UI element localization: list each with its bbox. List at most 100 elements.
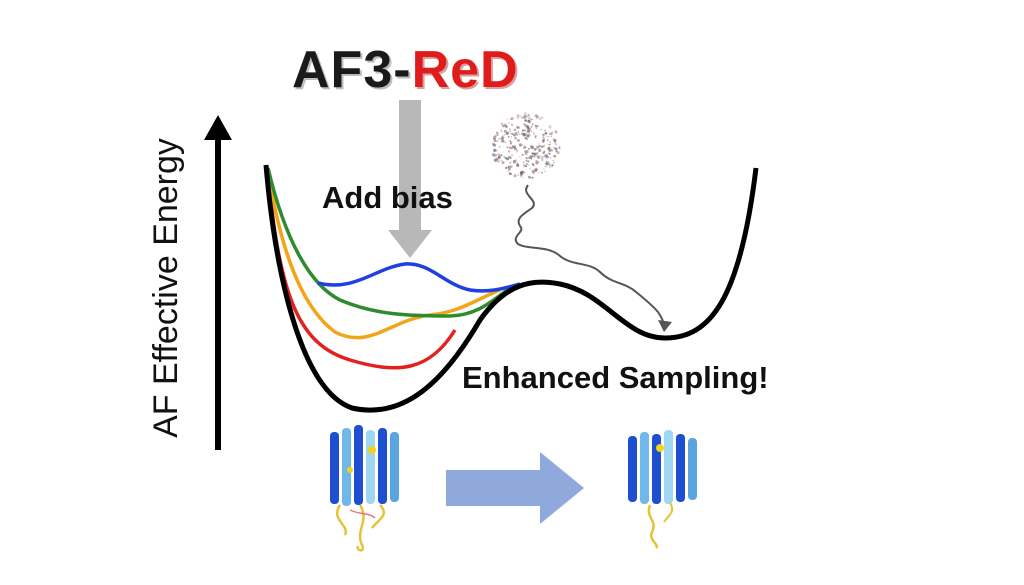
y-axis-label: AF Effective Energy	[147, 138, 185, 438]
cloud-particle	[511, 123, 513, 126]
protein-structure-after-icon	[628, 430, 697, 549]
cloud-particle	[503, 123, 507, 127]
cloud-particle	[521, 117, 523, 119]
diagram-title: AF3-ReD	[292, 40, 519, 100]
cloud-particle	[542, 140, 545, 143]
bias-curve-green	[266, 167, 511, 318]
cloud-particle	[501, 124, 506, 128]
cloud-particle	[534, 114, 538, 118]
cloud-particle	[510, 142, 512, 145]
cloud-particle	[525, 157, 528, 160]
cloud-particle	[548, 146, 551, 149]
cloud-particle	[545, 160, 550, 165]
cloud-particle	[507, 170, 509, 173]
cloud-particle	[497, 159, 499, 161]
title-part-2: ReD	[411, 41, 519, 99]
cloud-particle	[528, 156, 531, 160]
cloud-particle	[542, 155, 545, 158]
cloud-particle	[523, 171, 526, 174]
cloud-particle	[497, 153, 501, 157]
cloud-particle	[506, 118, 509, 120]
cloud-particle	[536, 155, 540, 159]
cloud-particle	[505, 131, 510, 135]
add-bias-label: Add bias	[322, 180, 453, 215]
cloud-particle	[542, 151, 546, 154]
cloud-particle	[554, 142, 557, 145]
cloud-particle	[507, 135, 510, 138]
cloud-particle	[536, 117, 538, 119]
cloud-particle	[527, 119, 531, 123]
cloud-particle	[534, 168, 538, 172]
cloud-particle	[508, 172, 512, 175]
cloud-particle	[493, 154, 497, 158]
cloud-particle	[559, 148, 561, 150]
cloud-particle	[534, 135, 537, 138]
cloud-particle	[515, 132, 517, 134]
cloud-particle	[527, 115, 531, 119]
cloud-particle	[507, 165, 511, 169]
cloud-particle	[493, 148, 497, 152]
cloud-particle	[541, 135, 544, 138]
cloud-particle	[518, 143, 522, 146]
cloud-particle	[502, 151, 504, 153]
cloud-particle	[500, 159, 503, 162]
cloud-particle	[548, 163, 551, 166]
protein-structure-before-icon	[330, 425, 399, 552]
cloud-particle	[510, 136, 512, 138]
cloud-particle	[524, 115, 528, 118]
cloud-particle	[513, 174, 517, 178]
cloud-particle	[526, 134, 530, 138]
cloud-particle	[534, 147, 537, 150]
cloud-particle	[531, 169, 535, 174]
cloud-particle	[500, 136, 504, 140]
cloud-particle	[515, 132, 518, 135]
conformation-cloud-icon	[491, 112, 561, 179]
cloud-particle	[525, 150, 529, 154]
cloud-particle	[550, 149, 554, 152]
cloud-particle	[513, 128, 517, 132]
cloud-particle	[500, 129, 502, 132]
cloud-particle	[509, 161, 512, 164]
cloud-particle	[543, 168, 545, 170]
cloud-particle	[508, 168, 511, 171]
cloud-particle	[524, 150, 527, 153]
cloud-particle	[531, 123, 534, 126]
cloud-particle	[509, 132, 512, 134]
cloud-particle	[548, 165, 552, 169]
cloud-particle	[504, 141, 507, 144]
cloud-particle	[493, 139, 497, 142]
cloud-particle	[514, 135, 516, 137]
cloud-particle	[516, 151, 518, 153]
cloud-particle	[529, 155, 533, 159]
cloud-particle	[492, 143, 495, 147]
bias-curve-orange	[266, 169, 501, 340]
cloud-particle	[540, 128, 543, 131]
cloud-particle	[516, 125, 520, 129]
cloud-particle	[525, 137, 528, 141]
y-axis-arrow	[204, 115, 232, 450]
cloud-particle	[498, 137, 500, 140]
cloud-particle	[523, 123, 526, 126]
cloud-particle	[532, 133, 535, 136]
cloud-particle	[546, 135, 548, 137]
cloud-particle	[523, 112, 527, 116]
cloud-particle	[510, 117, 514, 120]
title-part-1: AF3-	[292, 41, 412, 99]
cloud-particle	[520, 174, 523, 177]
cloud-particle	[536, 152, 539, 155]
cloud-particle	[521, 129, 525, 132]
cloud-particle	[527, 164, 530, 167]
cloud-particle	[495, 140, 499, 143]
bias-down-arrow	[388, 100, 432, 258]
cloud-particle	[509, 140, 512, 143]
sampling-trajectory	[514, 184, 665, 327]
cloud-particle	[518, 127, 521, 129]
cloud-particle	[525, 162, 529, 166]
cloud-particle	[503, 129, 507, 133]
cloud-particle	[496, 157, 499, 160]
cloud-particle	[496, 134, 499, 136]
cloud-particle	[503, 133, 506, 136]
cloud-particle	[495, 153, 498, 157]
cloud-particle	[549, 141, 552, 143]
cloud-particle	[544, 170, 547, 173]
